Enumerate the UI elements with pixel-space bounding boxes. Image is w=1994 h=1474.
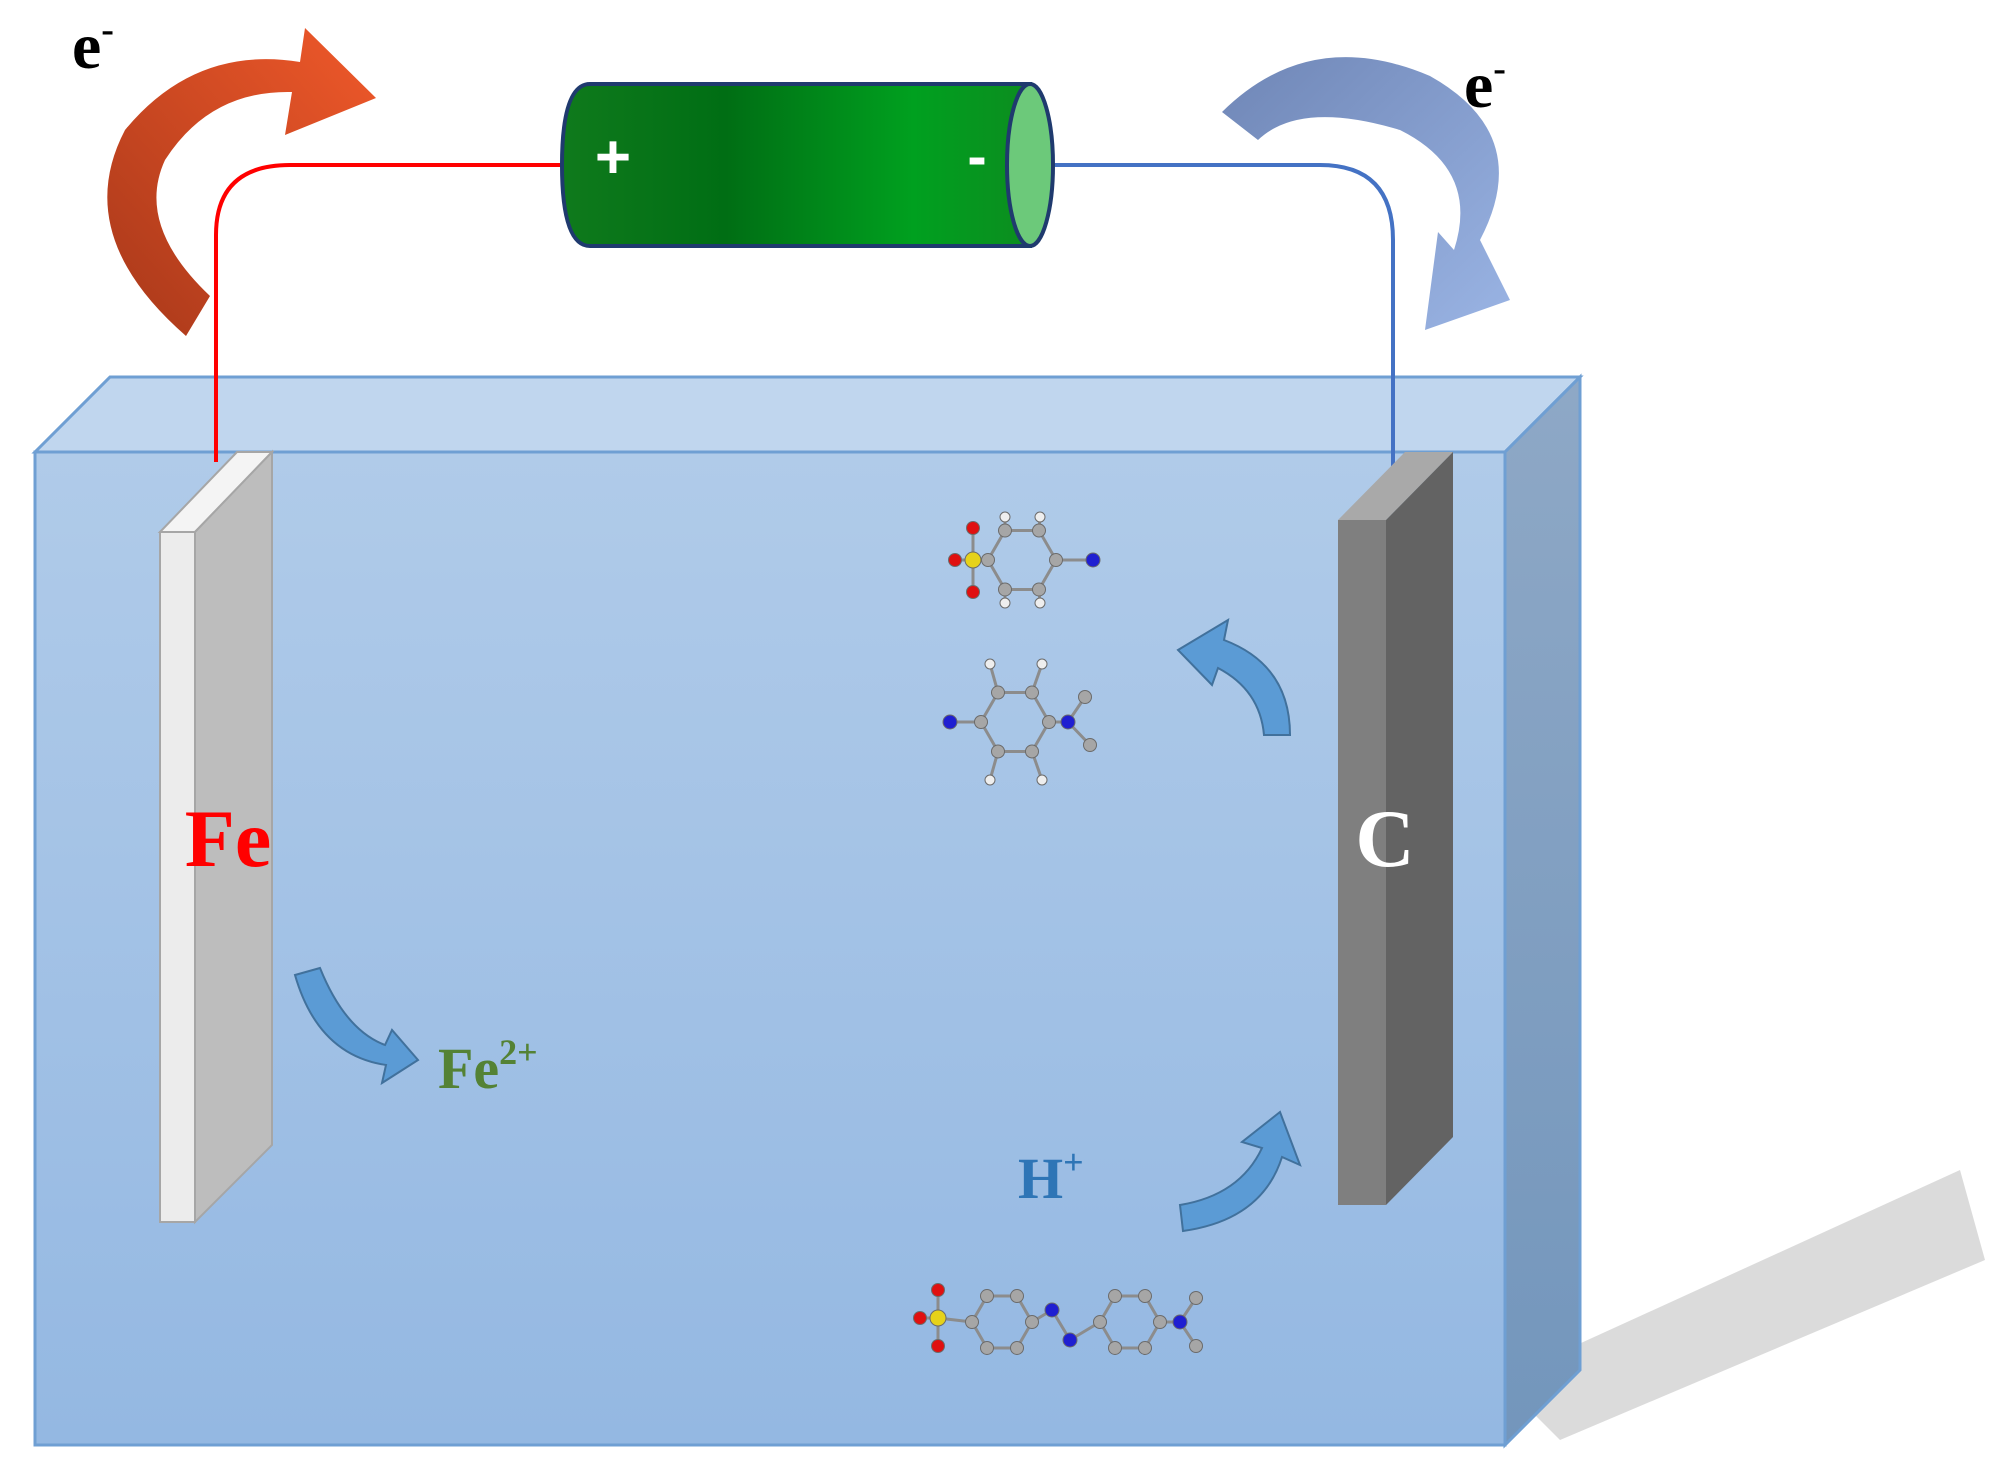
atom-c — [1025, 1315, 1039, 1329]
cathode-plate: C — [1338, 452, 1453, 1205]
curved-arrow-anode-oxidation — [293, 966, 420, 1086]
atom-n — [1044, 1302, 1060, 1318]
atom-c — [998, 582, 1012, 597]
atom-c — [1189, 1291, 1203, 1305]
atom-h — [1034, 597, 1046, 609]
atom-c — [1010, 1340, 1024, 1355]
cathode-label: C — [1355, 793, 1414, 884]
atom-c — [1093, 1315, 1107, 1329]
atom-c — [1189, 1339, 1203, 1353]
atom-c — [980, 1340, 994, 1355]
molecule-methyl-orange — [913, 1283, 1203, 1355]
atom-c — [1010, 1289, 1024, 1304]
atom-c — [1025, 744, 1039, 759]
atom-c — [1049, 553, 1063, 567]
atom-h — [1034, 511, 1046, 523]
atom-o — [966, 585, 980, 599]
atom-o — [966, 521, 980, 535]
battery-cap — [1005, 82, 1055, 248]
atom-c — [980, 1289, 994, 1304]
atom-n — [1172, 1314, 1188, 1330]
atom-o — [913, 1311, 927, 1325]
electron-label-right: e- — [1464, 48, 1506, 122]
atom-n — [1085, 552, 1101, 568]
battery-plus-label: + — [595, 123, 631, 192]
atom-h — [1036, 658, 1048, 670]
atom-c — [1032, 523, 1046, 538]
atom-c — [1138, 1289, 1152, 1304]
atom-h — [984, 658, 996, 670]
molecule-sulfanilic-acid — [948, 511, 1101, 609]
atom-s — [929, 1309, 947, 1327]
atom-h — [984, 774, 996, 786]
electrolyte-tank — [31, 373, 1584, 1449]
curved-arrow-reduction-products — [1176, 617, 1292, 736]
ferrous-ion-label: Fe2+ — [438, 1032, 538, 1101]
atom-c — [981, 553, 995, 567]
atom-c — [1078, 690, 1092, 704]
battery-minus-label: - — [967, 124, 986, 189]
curved-arrow-proton-reduction — [1178, 1110, 1302, 1233]
atom-h — [999, 597, 1011, 609]
atom-o — [931, 1283, 945, 1297]
anode-plate: Fe — [157, 449, 275, 1225]
atom-c — [1153, 1315, 1167, 1329]
atom-c — [991, 744, 1005, 759]
atom-c — [1138, 1340, 1152, 1355]
anode-label: Fe — [185, 793, 271, 884]
atom-h — [999, 511, 1011, 523]
atom-c — [991, 685, 1005, 700]
atom-s — [964, 551, 982, 569]
curved-arrow-blue — [1222, 57, 1510, 331]
electron-label-left: e- — [72, 9, 114, 83]
atom-n — [1060, 714, 1076, 730]
atom-c — [1108, 1289, 1122, 1304]
atom-c — [1042, 715, 1056, 729]
atom-o — [948, 553, 962, 567]
tank-shadow — [1500, 1170, 1985, 1440]
molecule-dimethyl-phenylenediamine — [942, 658, 1097, 786]
atom-h — [1036, 774, 1048, 786]
tank-front-face — [33, 450, 1507, 1447]
tank-top-face — [31, 375, 1584, 454]
tank-side-face — [1503, 373, 1582, 1449]
atom-c — [965, 1315, 979, 1329]
atom-c — [1032, 582, 1046, 597]
atom-n — [1062, 1332, 1078, 1348]
atom-c — [974, 715, 988, 729]
battery-icon: + - — [559, 82, 1055, 248]
curved-arrow-orange — [107, 28, 376, 336]
atom-c — [1108, 1340, 1122, 1355]
proton-label: H+ — [1018, 1142, 1084, 1211]
atom-n — [942, 714, 958, 730]
atom-c — [1083, 738, 1097, 752]
anode-wire — [214, 163, 565, 462]
cathode-wire — [1055, 163, 1395, 485]
atom-c — [998, 523, 1012, 538]
atom-c — [1025, 685, 1039, 700]
atom-o — [931, 1339, 945, 1353]
